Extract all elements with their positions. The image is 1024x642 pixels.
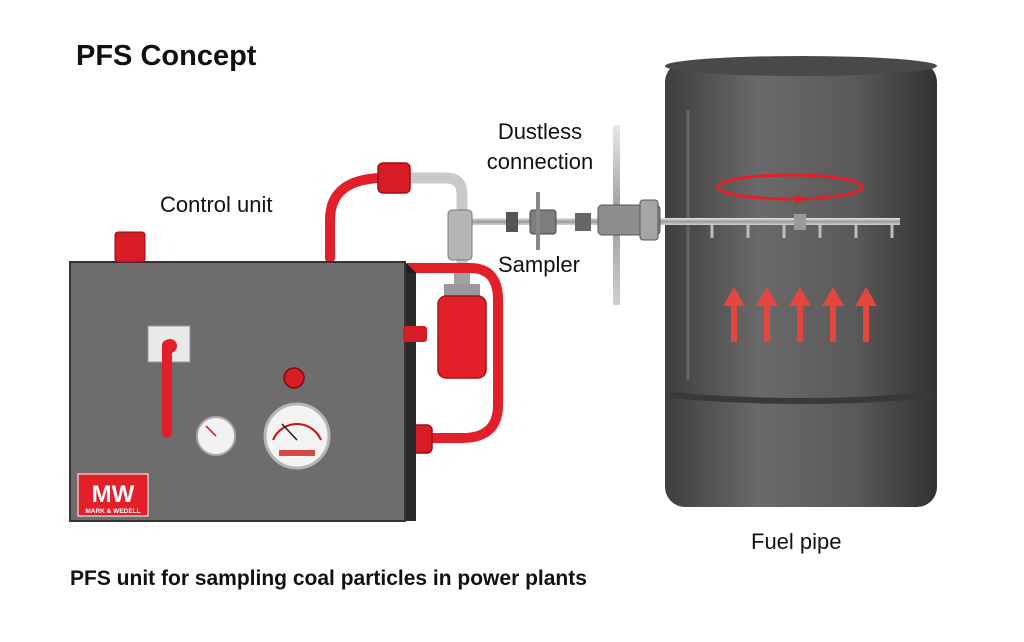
svg-text:MARK & WEDELL: MARK & WEDELL [85, 508, 140, 515]
label-sampler: Sampler [498, 252, 580, 277]
tee-connector [410, 172, 473, 288]
arrow-up-icon [789, 287, 811, 342]
red-hoses [325, 173, 503, 443]
sampler-probe [470, 125, 900, 305]
label-dustless-connection: Dustless connection [486, 119, 594, 174]
arrow-up-icon [723, 287, 745, 342]
arrow-up-icon [822, 287, 844, 342]
sample-bottle [437, 284, 487, 379]
arrow-up-icon [855, 287, 877, 342]
swirl-icon [716, 173, 864, 201]
label-fuel-pipe: Fuel pipe [751, 529, 842, 554]
mark-wedell-logo: MW MARK & WEDELL [77, 473, 149, 517]
figure-caption: PFS unit for sampling coal particles in … [70, 567, 587, 590]
label-control-unit: Control unit [160, 192, 273, 217]
flow-arrows [723, 287, 877, 342]
arrow-up-icon [756, 287, 778, 342]
fuel-pipe [665, 56, 937, 507]
svg-text:MW: MW [92, 481, 135, 508]
page-title: PFS Concept [76, 40, 257, 72]
